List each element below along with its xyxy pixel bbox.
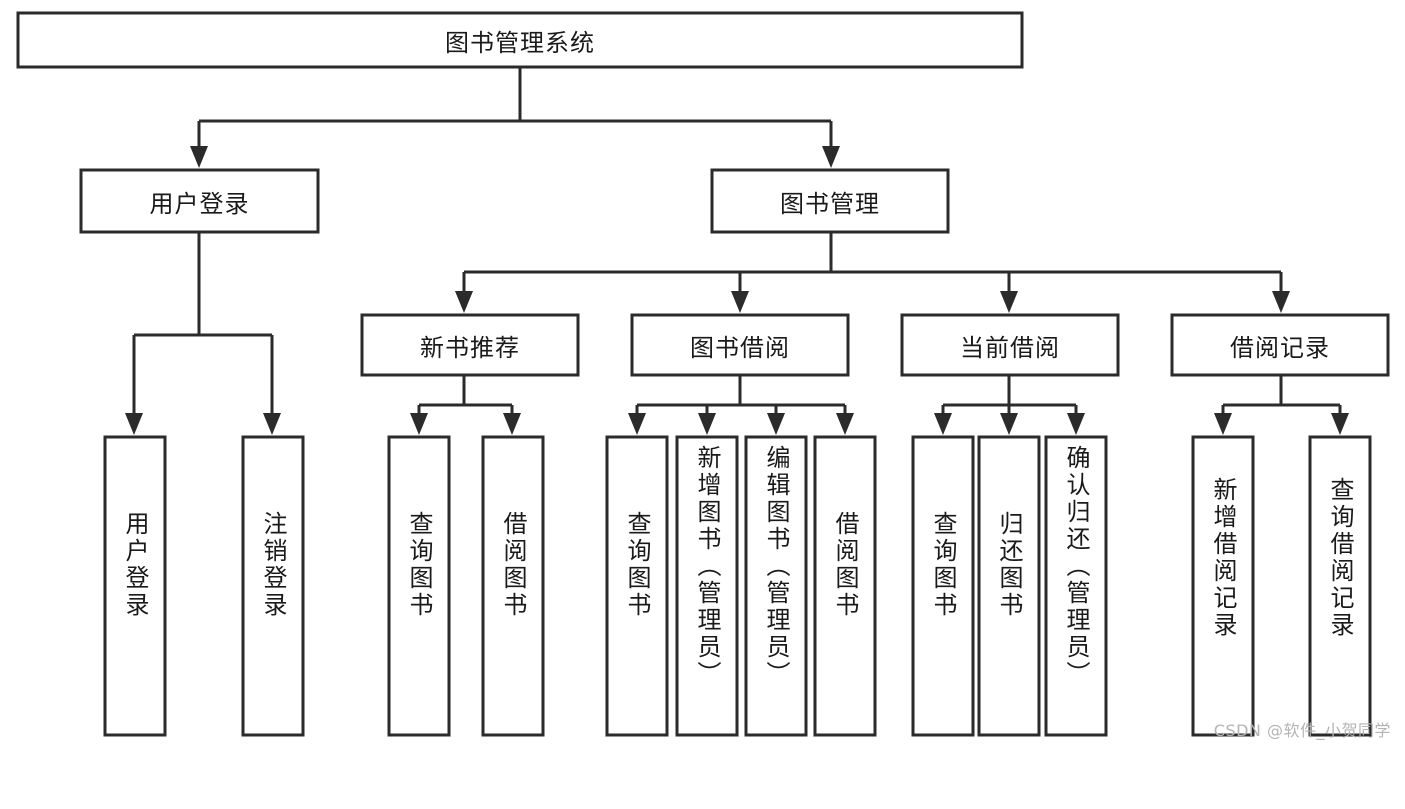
arrow-head-leaf-query-book-3 [934, 413, 952, 435]
connector-group-borrow-record [1214, 375, 1349, 435]
arrow-head-borrow-record [1272, 291, 1290, 313]
arrow-head-leaf-edit-book [767, 413, 785, 435]
arrow-head-user-login [190, 146, 208, 168]
node-box-new-book-rec[interactable] [360, 313, 580, 377]
arrow-head-book-mgmt [822, 146, 840, 168]
tree-diagram-svg [16, 11, 1390, 737]
node-box-leaf-borrow-book-1[interactable] [481, 435, 545, 737]
node-box-leaf-edit-book[interactable] [744, 435, 808, 737]
connector-group-book-borrow [628, 375, 854, 435]
node-box-leaf-user-login[interactable] [103, 435, 167, 737]
node-box-leaf-query-book-1[interactable] [387, 435, 451, 737]
node-box-leaf-query-book-2[interactable] [605, 435, 669, 737]
connector-group-root [190, 67, 840, 168]
node-box-leaf-add-record[interactable] [1191, 435, 1255, 737]
connector-group-new-book-rec [410, 375, 521, 435]
arrow-head-leaf-borrow-book-1 [503, 413, 521, 435]
arrow-head-leaf-user-login [125, 413, 143, 435]
node-box-leaf-confirm-return[interactable] [1044, 435, 1108, 737]
arrow-head-leaf-return-book [1000, 413, 1018, 435]
connector-group-current-borrow [934, 375, 1085, 435]
node-box-book-management[interactable] [710, 168, 950, 234]
node-box-current-borrow[interactable] [900, 313, 1120, 377]
arrow-head-leaf-borrow-book-2 [836, 413, 854, 435]
node-box-leaf-borrow-book-2[interactable] [813, 435, 877, 737]
arrow-head-book-borrow [731, 291, 749, 313]
connector-group-book-management [455, 232, 1290, 313]
node-box-leaf-return-book[interactable] [977, 435, 1041, 737]
arrow-head-leaf-query-book-1 [410, 413, 428, 435]
arrow-head-leaf-query-record [1331, 413, 1349, 435]
arrow-head-current-borrow [1000, 291, 1018, 313]
diagram-canvas: 图书管理系统 用户登录 图书管理 新书推荐 图书借阅 当前借阅 借阅记录 用户登… [16, 11, 1390, 740]
arrow-head-leaf-add-record [1214, 413, 1232, 435]
node-box-leaf-logout[interactable] [241, 435, 305, 737]
node-box-borrow-record[interactable] [1170, 313, 1390, 377]
node-box-book-borrow[interactable] [630, 313, 850, 377]
arrow-head-leaf-query-book-2 [628, 413, 646, 435]
arrow-head-new-book-rec [455, 291, 473, 313]
arrow-head-leaf-logout [263, 413, 281, 435]
arrow-head-leaf-confirm-return [1067, 413, 1085, 435]
node-box-leaf-query-book-3[interactable] [911, 435, 975, 737]
arrow-head-leaf-add-book [698, 413, 716, 435]
node-box-root[interactable] [16, 11, 1024, 69]
node-box-leaf-query-record[interactable] [1308, 435, 1372, 737]
node-box-user-login[interactable] [79, 168, 320, 234]
node-box-leaf-add-book[interactable] [675, 435, 739, 737]
connector-group-user-login [125, 232, 281, 435]
